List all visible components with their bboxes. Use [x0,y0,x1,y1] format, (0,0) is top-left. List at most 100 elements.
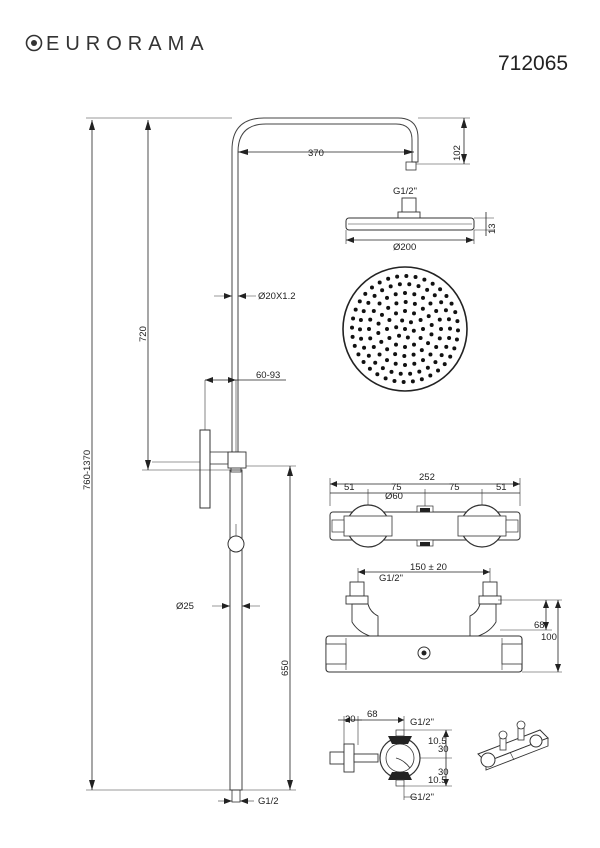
nozzle-dot [439,327,443,331]
nozzle-dot [434,345,439,349]
nozzle-dot [408,320,413,325]
nozzle-dot [358,318,363,323]
inlet-connection-label: G1/2" [379,573,403,584]
nozzle-dot [447,335,452,340]
bottom-connection-label: G1/2 [258,796,279,807]
nozzle-dot [416,284,421,289]
nozzle-dot [428,301,433,306]
nozzle-dot [357,299,362,304]
nozzle-dot [393,292,398,297]
side-10-top-label: 10.5 [428,736,447,747]
nozzle-dot [412,361,417,366]
upper-height-label: 720 [138,326,149,342]
nozzle-dot [367,327,371,331]
nozzle-dot [369,285,374,290]
mixer-75-right-label: 75 [449,482,460,493]
nozzle-dot [380,288,385,293]
nozzle-dot [403,309,407,313]
nozzle-dot [375,372,380,377]
nozzle-dot [356,352,361,357]
nozzle-dot [412,342,416,347]
nozzle-dot [425,287,430,292]
nozzle-dot [453,310,458,315]
nozzle-dot [398,371,403,376]
shower-head-side [345,197,494,244]
total-height-label: 760-1370 [82,450,93,490]
nozzle-dot [412,311,416,316]
mixer-width-label: 252 [419,472,435,483]
nozzle-dot [400,318,405,323]
nozzle-dot [444,293,449,298]
nozzle-dot [433,360,438,365]
nozzle-dot [392,378,397,383]
side-20-label: 20 [345,714,356,725]
nozzle-dot [411,352,416,357]
mixer-51-left-label: 51 [344,482,355,493]
nozzle-dot [410,379,415,384]
nozzle-dot [361,309,366,314]
shower-head-top [342,266,468,392]
nozzle-dot [432,293,437,298]
side-connection-bottom-label: G1/2" [410,792,434,803]
nozzle-dot [413,275,418,280]
pipe-diameter-label: Ø20X1.2 [258,291,296,302]
mixer-knob-dia-label: Ø60 [385,491,403,502]
nozzle-dot [393,361,398,366]
nozzle-dot [394,342,398,347]
nozzle-dot [377,352,382,357]
nozzle-dot [371,345,376,349]
mixer-top-view [329,478,521,548]
nozzle-dot [443,308,448,313]
nozzle-dot [411,328,416,333]
nozzle-dot [394,301,399,306]
nozzle-dot [363,291,368,296]
nozzle-dot [455,319,460,324]
nozzle-dot [380,366,385,371]
nozzle-dot [428,373,433,378]
shower-head-nozzles [350,274,460,384]
nozzle-dot [371,309,376,313]
nozzle-dot [366,353,371,358]
nozzle-dot [448,354,453,359]
nozzle-dot [403,363,407,367]
nozzle-dot [359,336,364,341]
nozzle-dot [386,276,391,281]
nozzle-dot [379,312,384,317]
nozzle-dot [426,341,431,346]
nozzle-dot [418,336,423,340]
nozzle-dot [397,333,402,338]
nozzle-dot [454,337,459,342]
head-thickness-label: 13 [487,223,498,234]
lower-diameter-label: Ø25 [176,601,194,612]
nozzle-dot [449,301,454,306]
nozzle-dot [379,339,384,344]
nozzle-dot [419,377,424,382]
nozzle-dot [394,311,398,316]
nozzle-dot [402,353,407,358]
nozzle-dot [366,300,371,305]
nozzle-dot [401,379,406,384]
nozzle-dot [419,348,424,353]
nozzle-dot [362,345,367,350]
nozzle-dot [429,322,434,327]
nozzle-dot [421,327,425,331]
nozzle-dot [444,344,449,349]
side-30-top-label: 30 [438,744,449,755]
shower-column [152,117,419,803]
brand-logo: EURORAMA [25,33,204,55]
nozzle-dot [428,352,433,357]
nozzle-dot [353,307,358,312]
nozzle-dot [377,301,382,306]
nozzle-dot [446,317,451,322]
nozzle-dot [372,293,377,298]
nozzle-dot [377,280,382,285]
nozzle-dot [421,295,425,300]
nozzle-dot [386,305,391,310]
height-68-label: 68 [534,620,545,631]
nozzle-dot [403,300,408,305]
nozzle-dot [412,301,417,306]
nozzle-dot [387,336,392,340]
side-10-bottom-label: 10.5 [428,775,447,786]
nozzle-dot [352,343,357,348]
